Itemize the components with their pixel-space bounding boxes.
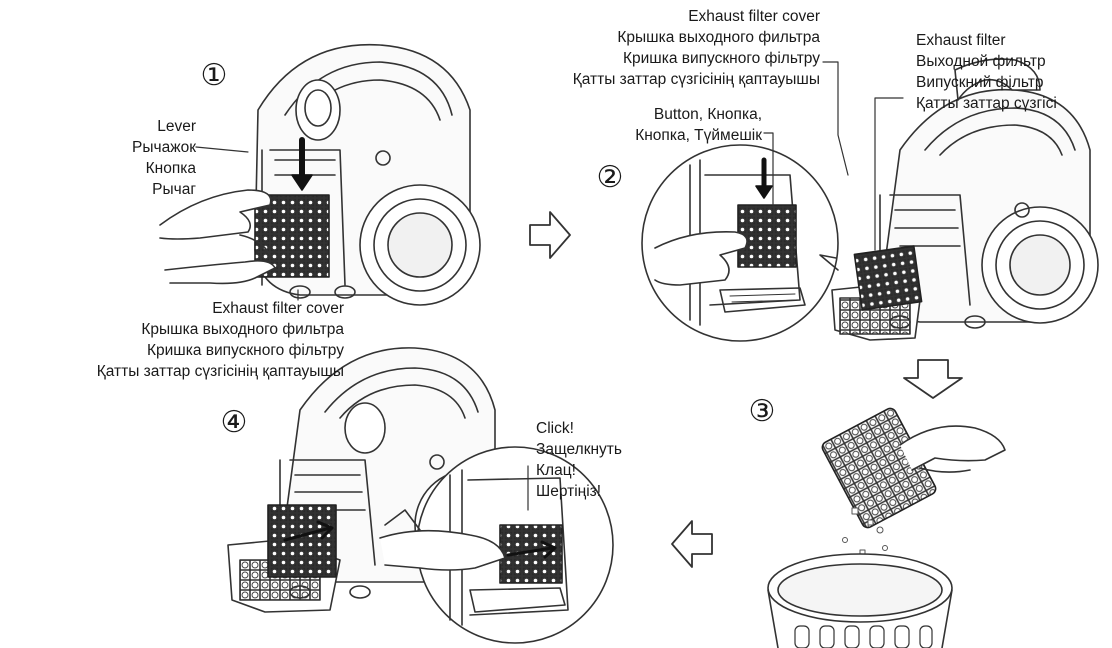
step-number-4: ④	[220, 406, 248, 439]
lever-label-kk: Рычаг	[152, 181, 196, 198]
click-label-uk: Клац!	[536, 462, 576, 479]
step1-cover-label: Exhaust filter cover Крышка выходного фи…	[4, 298, 344, 382]
cover2-label-kk: Қатты заттар сүзгісінің қаптауышы	[572, 71, 820, 88]
lever-label-uk: Кнопка	[145, 160, 196, 177]
step2-cover-label: Exhaust filter cover Крышка выходного фи…	[478, 6, 820, 90]
step2-filter-label: Exhaust filter Выходной фильтр Випускний…	[916, 30, 1106, 114]
cover-label-ru: Крышка выходного фильтра	[141, 321, 344, 338]
step3-illustration	[767, 407, 1006, 648]
filter-label-uk: Випускний фільтр	[916, 74, 1044, 91]
cover-label-kk: Қатты заттар сүзгісінің қаптауышы	[96, 363, 344, 380]
cover2-label-en: Exhaust filter cover	[688, 8, 820, 25]
filter-label-kk: Қатты заттар сүзгісі	[916, 95, 1057, 112]
filter-label-ru: Выходной фильтр	[916, 53, 1046, 70]
step-number-1: ①	[200, 59, 228, 92]
cover-label-uk: Кришка випускного фільтру	[146, 342, 344, 359]
button-label-2: Кнопка, Түймешік	[635, 127, 762, 144]
cover2-label-ru: Крышка выходного фильтра	[617, 29, 820, 46]
click-label-en: Click!	[536, 420, 574, 437]
button-label-1: Button, Кнопка,	[653, 106, 762, 123]
step-number-3: ③	[748, 395, 776, 428]
lever-label-en: Lever	[157, 118, 196, 135]
filter-label-en: Exhaust filter	[916, 32, 1006, 49]
click-label-kk: Шертіңіз!	[536, 483, 602, 500]
step4-click-label: Click! Защелкнуть Клац! Шертіңіз!	[536, 418, 666, 502]
step4-zoom-circle	[379, 446, 614, 644]
step2-vacuum-illustration	[822, 58, 1099, 341]
step2-button-label: Button, Кнопка, Кнопка, Түймешік	[578, 104, 762, 146]
step1-lever-label: Lever Рычажок Кнопка Рычаг	[96, 116, 196, 200]
arrow-right-icon	[529, 211, 571, 259]
step1-vacuum-illustration	[159, 43, 481, 306]
arrow-left-icon	[671, 520, 713, 568]
step2-zoom-circle	[641, 132, 839, 342]
cover2-label-uk: Кришка випускного фільтру	[622, 50, 820, 67]
cover-label-en: Exhaust filter cover	[212, 300, 344, 317]
arrow-down-icon	[903, 359, 963, 399]
step-number-2: ②	[596, 161, 624, 194]
lever-label-ru: Рычажок	[132, 139, 196, 156]
click-label-ru: Защелкнуть	[536, 441, 622, 458]
